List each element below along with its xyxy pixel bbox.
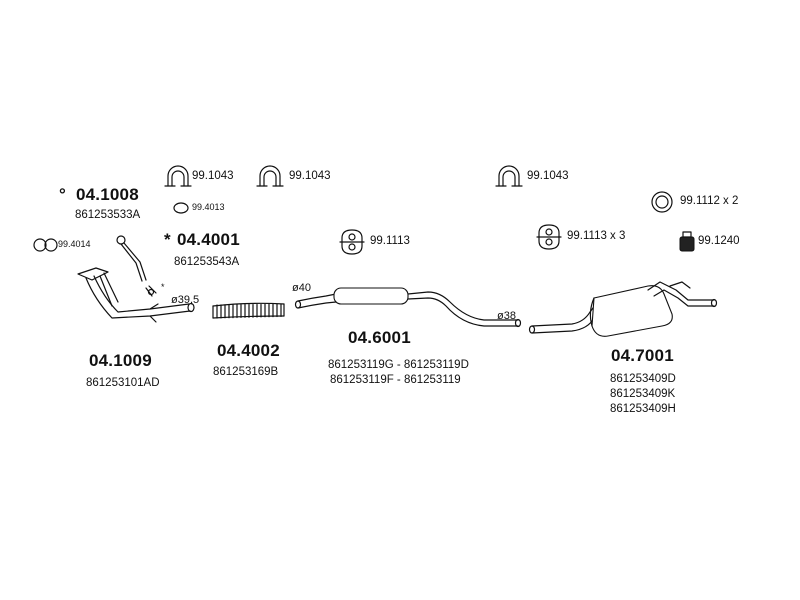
part-046001-oe-1: 861253119G - 861253119D xyxy=(328,359,469,371)
part-047001-oe-2: 861253409K xyxy=(610,388,676,400)
rear-silencer-drawing xyxy=(528,281,718,337)
part-044001-marker: * xyxy=(164,230,171,249)
ring-label: 99.1112 x 2 xyxy=(680,195,739,207)
center-pipe-drawing xyxy=(294,287,522,328)
part-041008-oe: 861253533A xyxy=(75,209,141,221)
clamp-label-1: 99.1043 xyxy=(192,170,234,182)
gasket-small-label: 99.4013 xyxy=(192,202,225,212)
hanger-label-2: 99.1113 x 3 xyxy=(567,230,626,242)
part-041009-marker: * xyxy=(161,282,165,292)
rubber-hanger-icon-2 xyxy=(536,224,562,250)
clamp-label-2: 99.1043 xyxy=(289,170,331,182)
clamp-label-3: 99.1043 xyxy=(527,170,569,182)
part-044001-code: 04.4001 xyxy=(177,230,240,249)
part-046001-diameter-out: ø38 xyxy=(497,310,516,322)
part-044001-oe: 861253543A xyxy=(174,256,240,268)
part-046001-code: 04.6001 xyxy=(348,328,411,347)
bracket-icon xyxy=(116,235,157,297)
rubber-hanger-icon-1 xyxy=(339,229,365,255)
gasket-small-icon xyxy=(173,202,189,214)
clamp-icon-3 xyxy=(495,165,523,187)
part-041009-diameter: ø39,5 xyxy=(171,294,200,306)
front-pipe-drawing xyxy=(77,267,195,323)
hanger-label-1: 99.1113 xyxy=(370,235,410,247)
part-044002-oe: 861253169B xyxy=(213,366,279,378)
part-041008-code: 04.1008 xyxy=(76,185,139,204)
part-047001-oe-1: 861253409D xyxy=(610,373,676,385)
gasket-flange-label: 99.4014 xyxy=(58,239,91,249)
sealing-ring-icon xyxy=(651,191,673,213)
part-041009-code: 04.1009 xyxy=(89,351,152,370)
rubber-label: 99.1240 xyxy=(698,235,740,247)
part-046001-oe-2: 861253119F - 861253119 xyxy=(330,374,461,386)
clamp-icon-1 xyxy=(164,165,192,187)
part-041008-marker: ° xyxy=(59,185,66,204)
rubber-mount-icon xyxy=(679,231,695,252)
part-041009-oe: 861253101AD xyxy=(86,377,160,389)
clamp-icon-2 xyxy=(256,165,284,187)
part-044002-code: 04.4002 xyxy=(217,341,280,360)
part-047001-code: 04.7001 xyxy=(611,346,674,365)
gasket-flange-icon xyxy=(33,238,58,252)
part-046001-diameter-in: ø40 xyxy=(292,282,311,294)
part-047001-oe-3: 861253409H xyxy=(610,403,676,415)
flex-pipe-drawing xyxy=(212,302,285,319)
